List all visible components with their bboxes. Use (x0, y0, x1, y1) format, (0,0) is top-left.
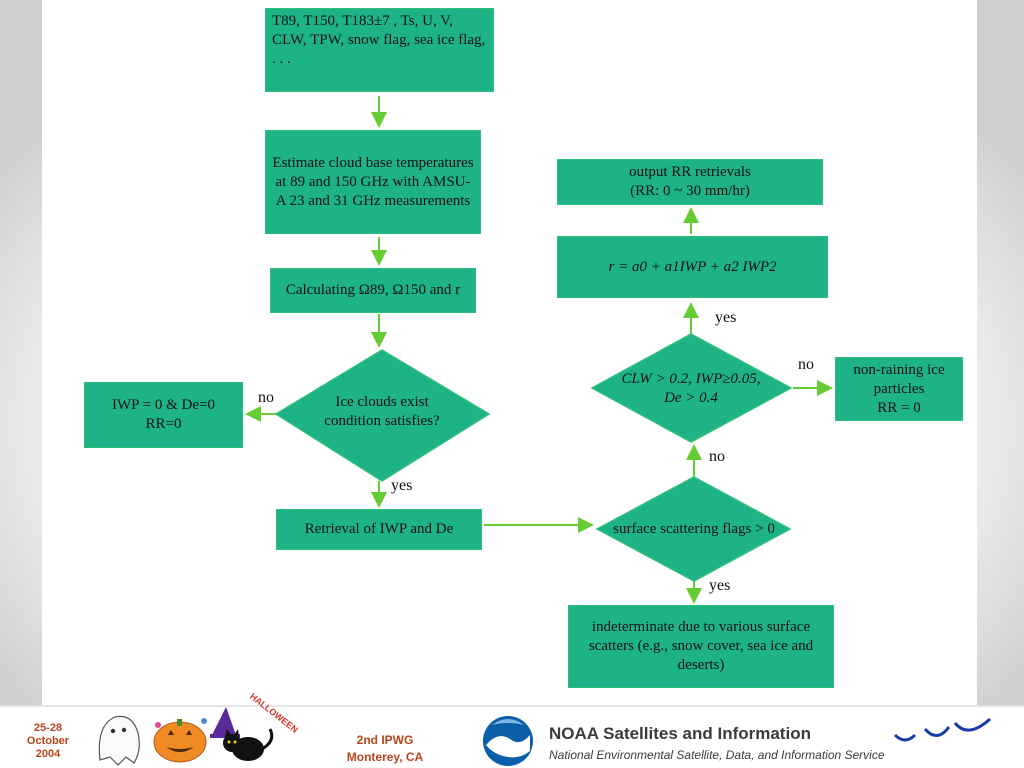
estimate-cloud-base-box: Estimate cloud base temperatures at 89 a… (265, 130, 481, 234)
iwp-zero-box: IWP = 0 & De=0 RR=0 (84, 382, 243, 448)
label-no-scatter: no (709, 448, 725, 465)
ice-decision-text: Ice clouds exist condition satisfies? (324, 394, 440, 429)
rain-rate-formula-box: r = a0 + a1IWP + a2 IWP2 (557, 236, 828, 298)
calculate-omega-box: Calculating Ω89, Ω150 and r (270, 268, 476, 313)
rain-rate-formula-text: r = a0 + a1IWP + a2 IWP2 (608, 258, 777, 275)
conference-line-1: 2nd IPWG (356, 733, 414, 747)
non-raining-box: non-raining ice particles RR = 0 (835, 357, 963, 421)
noaa-title: NOAA Satellites and Information (549, 724, 811, 743)
footer-graphics (0, 705, 1024, 768)
iwp-zero-text: IWP = 0 & De=0 RR=0 (111, 397, 215, 432)
ghost-icon (98, 715, 140, 766)
calculate-omega-text: Calculating Ω89, Ω150 and r (285, 282, 461, 298)
label-yes-clw: yes (715, 309, 737, 326)
indeterminate-text: indeterminate due to various surface sca… (588, 619, 814, 673)
scatter-decision-text: surface scattering flags > 0 (613, 520, 775, 537)
estimate-cloud-base-text: Estimate cloud base temperatures at 89 a… (272, 154, 474, 209)
label-no-ice: no (258, 389, 274, 406)
pumpkin-icon (153, 718, 207, 763)
witch-hat-cat-icon (210, 707, 274, 761)
label-yes-ice: yes (391, 477, 413, 494)
non-raining-text: non-raining ice particles RR = 0 (853, 361, 945, 416)
conference-line-2: Monterey, CA (346, 750, 424, 764)
retrieval-iwp-de-box: Retrieval of IWP and De (276, 509, 482, 550)
noaa-subtitle: National Environmental Satellite, Data, … (549, 748, 885, 762)
input-variables-text: T89, T150, T183±7 , Ts, U, V, CLW, TPW, … (272, 13, 486, 67)
output-rr-text: output RR retrievals (RR: 0 ~ 30 mm/hr) (629, 164, 751, 199)
conference-name: 2nd IPWG Monterey, CA (330, 732, 440, 766)
retrieval-iwp-de-text: Retrieval of IWP and De (304, 521, 454, 537)
clw-decision-text: CLW > 0.2, IWP≥0.05, De > 0.4 (621, 371, 761, 406)
nesdis-birds-icon (893, 717, 992, 742)
input-variables-box: T89, T150, T183±7 , Ts, U, V, CLW, TPW, … (265, 8, 494, 92)
slide-canvas (42, 0, 977, 705)
event-date: 25-28 October 2004 (26, 722, 70, 760)
label-yes-scatter: yes (709, 577, 731, 594)
indeterminate-box: indeterminate due to various surface sca… (568, 605, 834, 688)
noaa-logo-icon (478, 710, 1024, 768)
output-rr-box: output RR retrievals (RR: 0 ~ 30 mm/hr) (557, 159, 823, 205)
label-no-clw: no (798, 356, 814, 373)
